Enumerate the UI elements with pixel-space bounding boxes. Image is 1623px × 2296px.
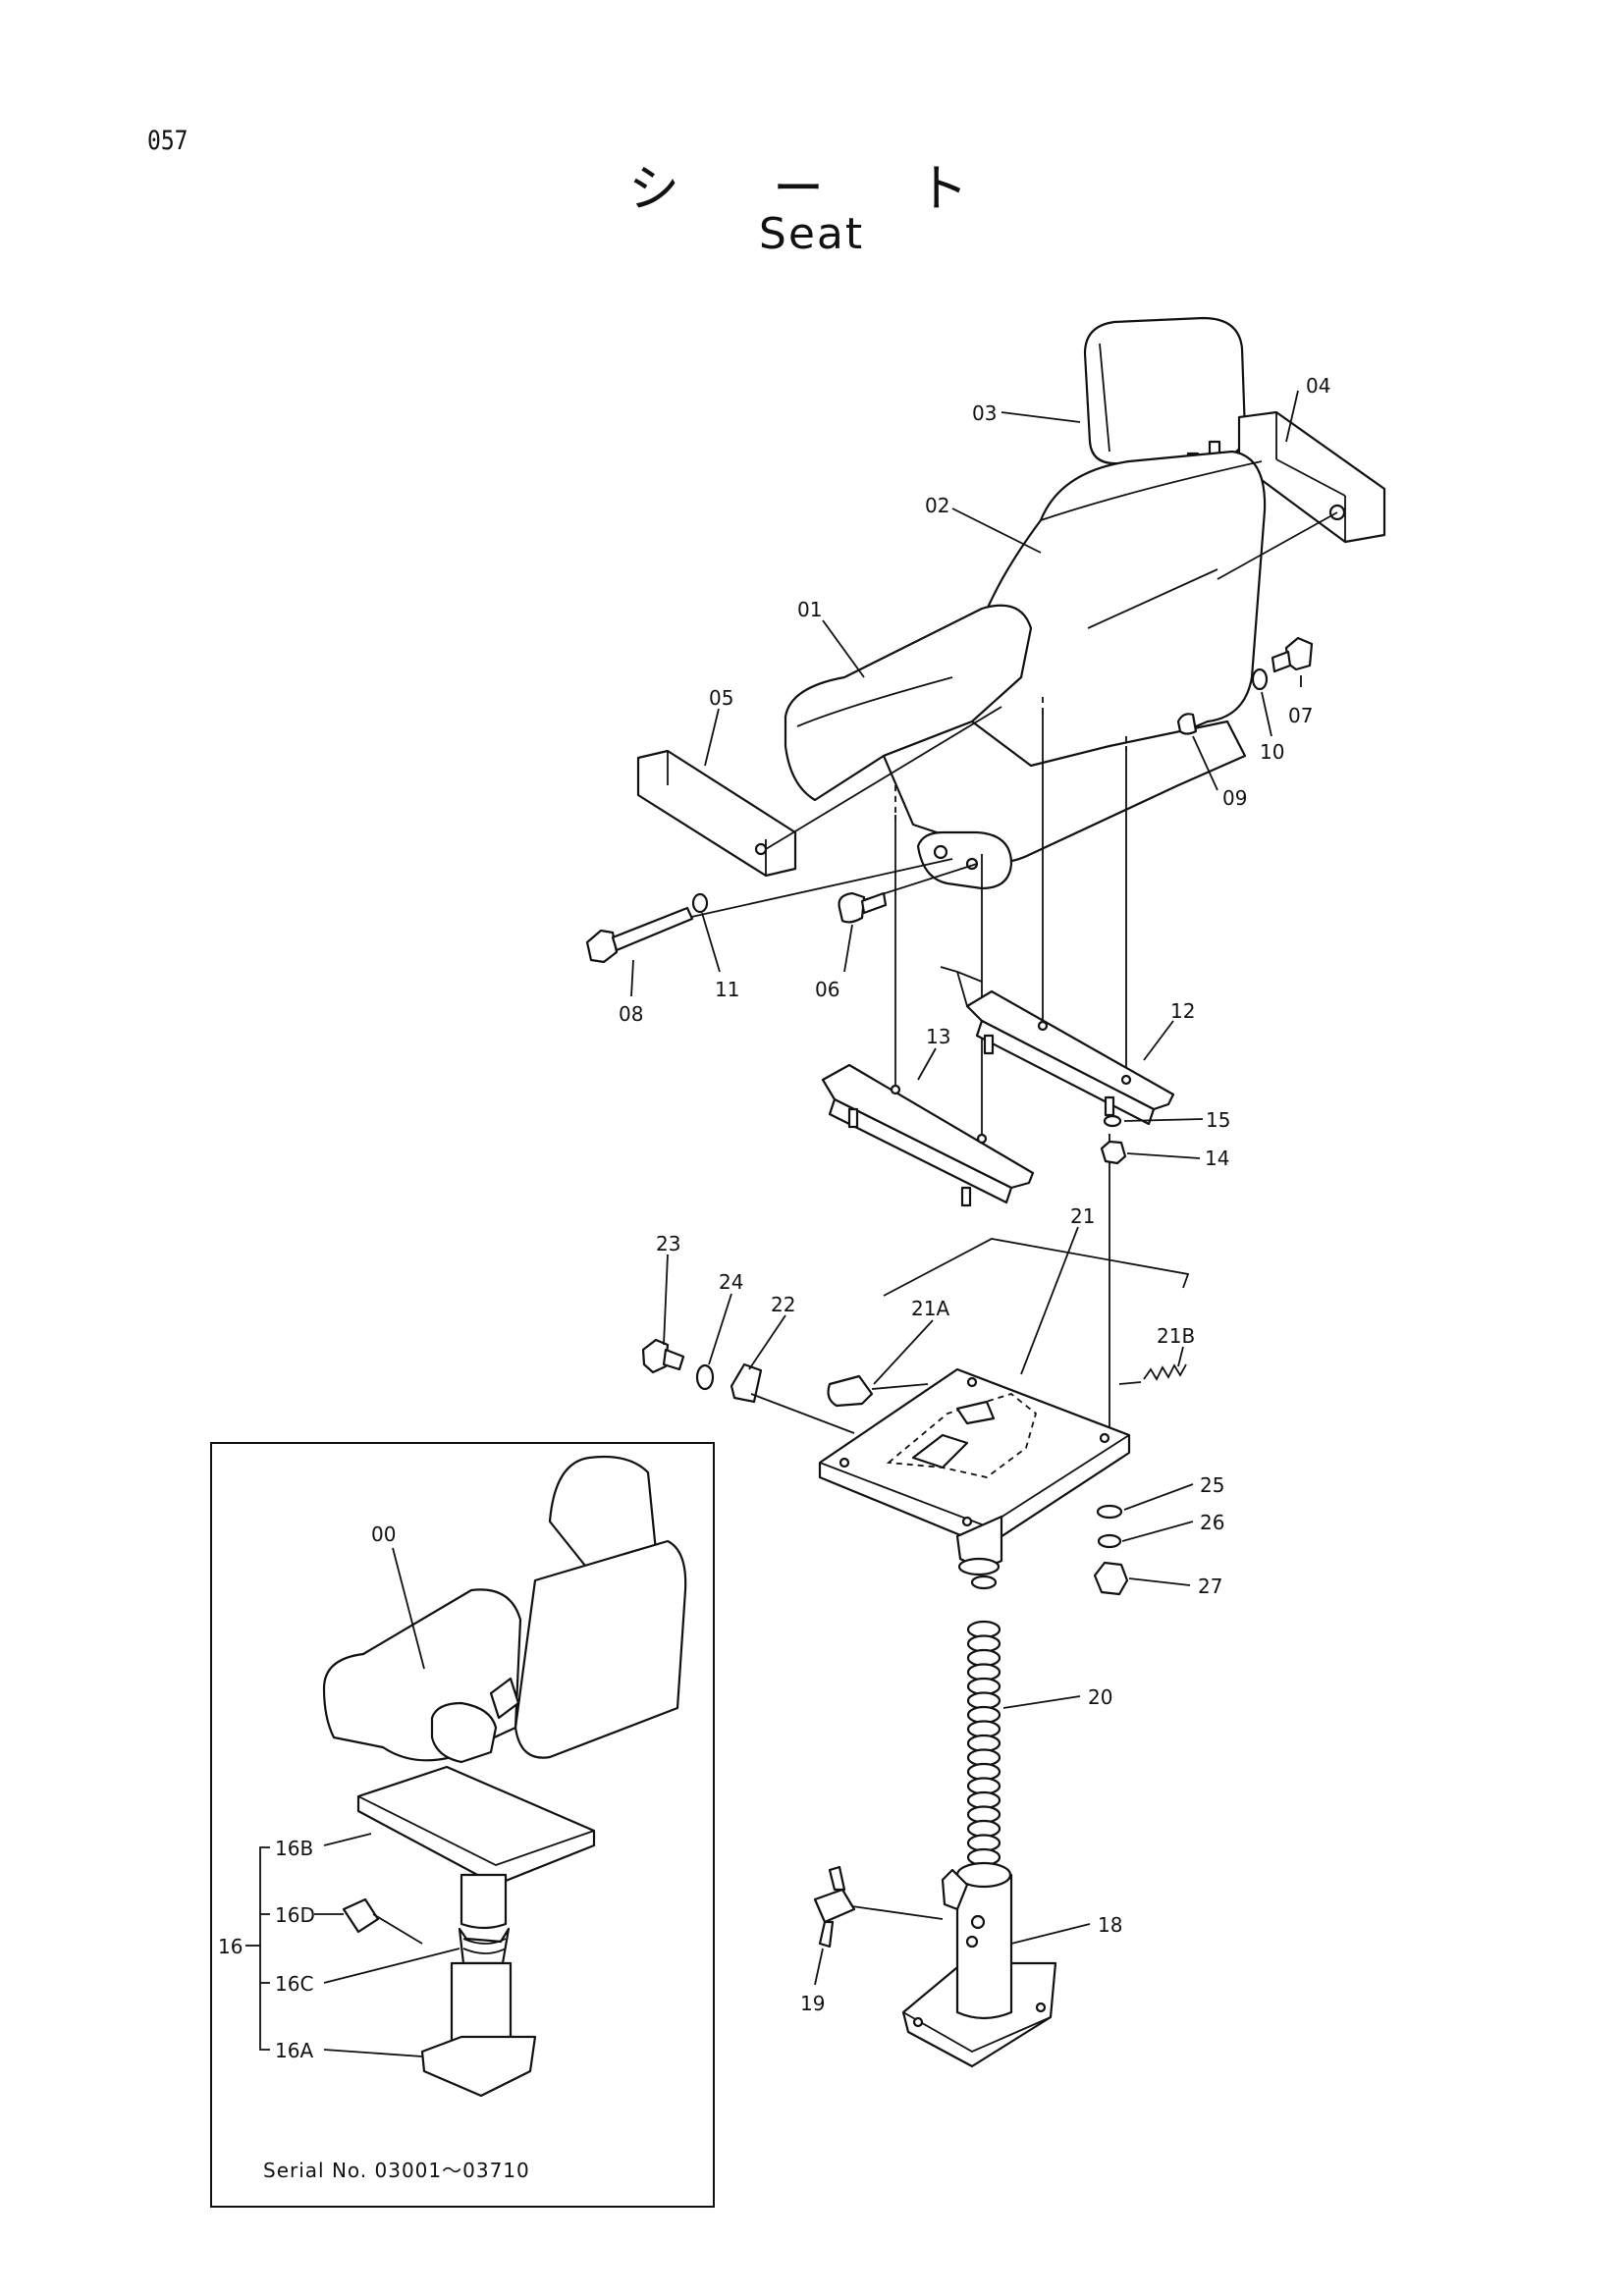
- pedestal-18: [901, 1861, 1057, 2068]
- callout-15: 15: [1206, 1108, 1230, 1132]
- callout-24: 24: [719, 1270, 743, 1294]
- slide-rail-13: [821, 1063, 1035, 1207]
- callout-12: 12: [1170, 999, 1195, 1023]
- armrest-left: [636, 749, 797, 878]
- seat-assembly-complete: [322, 1455, 687, 2098]
- callout-21: 21: [1070, 1204, 1095, 1228]
- callout-11: 11: [715, 978, 739, 1001]
- seat-cushion: [784, 604, 1247, 864]
- callout-03: 03: [972, 401, 997, 425]
- callout-21B: 21B: [1157, 1324, 1195, 1348]
- nut-27: [1093, 1561, 1129, 1596]
- callout-labels: 00 01 02 03 04 05 06 07 08 09 10 11 12 1…: [218, 374, 1330, 2062]
- washer-15: [1103, 1114, 1122, 1128]
- hinge-bracket: [916, 830, 1013, 890]
- callout-27: 27: [1198, 1575, 1222, 1598]
- callout-02: 02: [925, 494, 949, 517]
- callout-19: 19: [800, 1992, 825, 2015]
- callout-16B: 16B: [275, 1837, 313, 1860]
- page-title: Seat: [758, 209, 865, 259]
- callout-08: 08: [619, 1002, 643, 1026]
- washer-24: [695, 1363, 715, 1391]
- serial-number-note: Serial No. 03001～03710: [263, 2159, 530, 2182]
- callout-04: 04: [1306, 374, 1330, 398]
- callout-16A: 16A: [275, 2039, 313, 2062]
- callout-07: 07: [1288, 704, 1313, 727]
- spring-21B: [1118, 1363, 1187, 1385]
- bolt-07: [1176, 636, 1314, 735]
- bolt-23: [641, 1338, 685, 1374]
- page-number: 057: [147, 126, 189, 156]
- callout-01: 01: [797, 598, 822, 621]
- callout-05: 05: [709, 686, 733, 710]
- callout-13: 13: [926, 1025, 950, 1048]
- spring-20: [966, 1575, 1001, 1883]
- slide-rail-12: [940, 966, 1175, 1126]
- callout-10: 10: [1260, 740, 1284, 764]
- callout-22: 22: [771, 1293, 795, 1316]
- stopper-22: [730, 1362, 763, 1404]
- bolt-08: [585, 892, 709, 964]
- callout-14: 14: [1205, 1147, 1229, 1170]
- seat-bracket-plate: [818, 1367, 1131, 1576]
- lever-19: [813, 1865, 944, 1949]
- callout-06: 06: [815, 978, 839, 1001]
- bolt-06: [838, 891, 888, 924]
- washer-26: [1097, 1533, 1122, 1549]
- callout-16: 16: [218, 1935, 243, 1958]
- inset-assembly-box: [210, 1442, 715, 2208]
- leader-lines: [245, 390, 1302, 2057]
- callout-23: 23: [656, 1232, 680, 1255]
- callout-16D: 16D: [275, 1903, 315, 1927]
- knob-21A: [827, 1374, 874, 1408]
- callout-18: 18: [1098, 1913, 1122, 1937]
- callout-16C: 16C: [275, 1972, 313, 1996]
- nut-14: [1100, 1140, 1127, 1165]
- callout-26: 26: [1200, 1511, 1224, 1534]
- page-title-japanese: シート: [628, 160, 1062, 219]
- callout-25: 25: [1200, 1473, 1224, 1497]
- washer-25: [1096, 1504, 1123, 1520]
- callout-09: 09: [1222, 786, 1247, 810]
- callout-00: 00: [371, 1522, 396, 1546]
- seat-back: [965, 450, 1267, 801]
- callout-21A: 21A: [911, 1297, 949, 1320]
- callout-20: 20: [1088, 1685, 1112, 1709]
